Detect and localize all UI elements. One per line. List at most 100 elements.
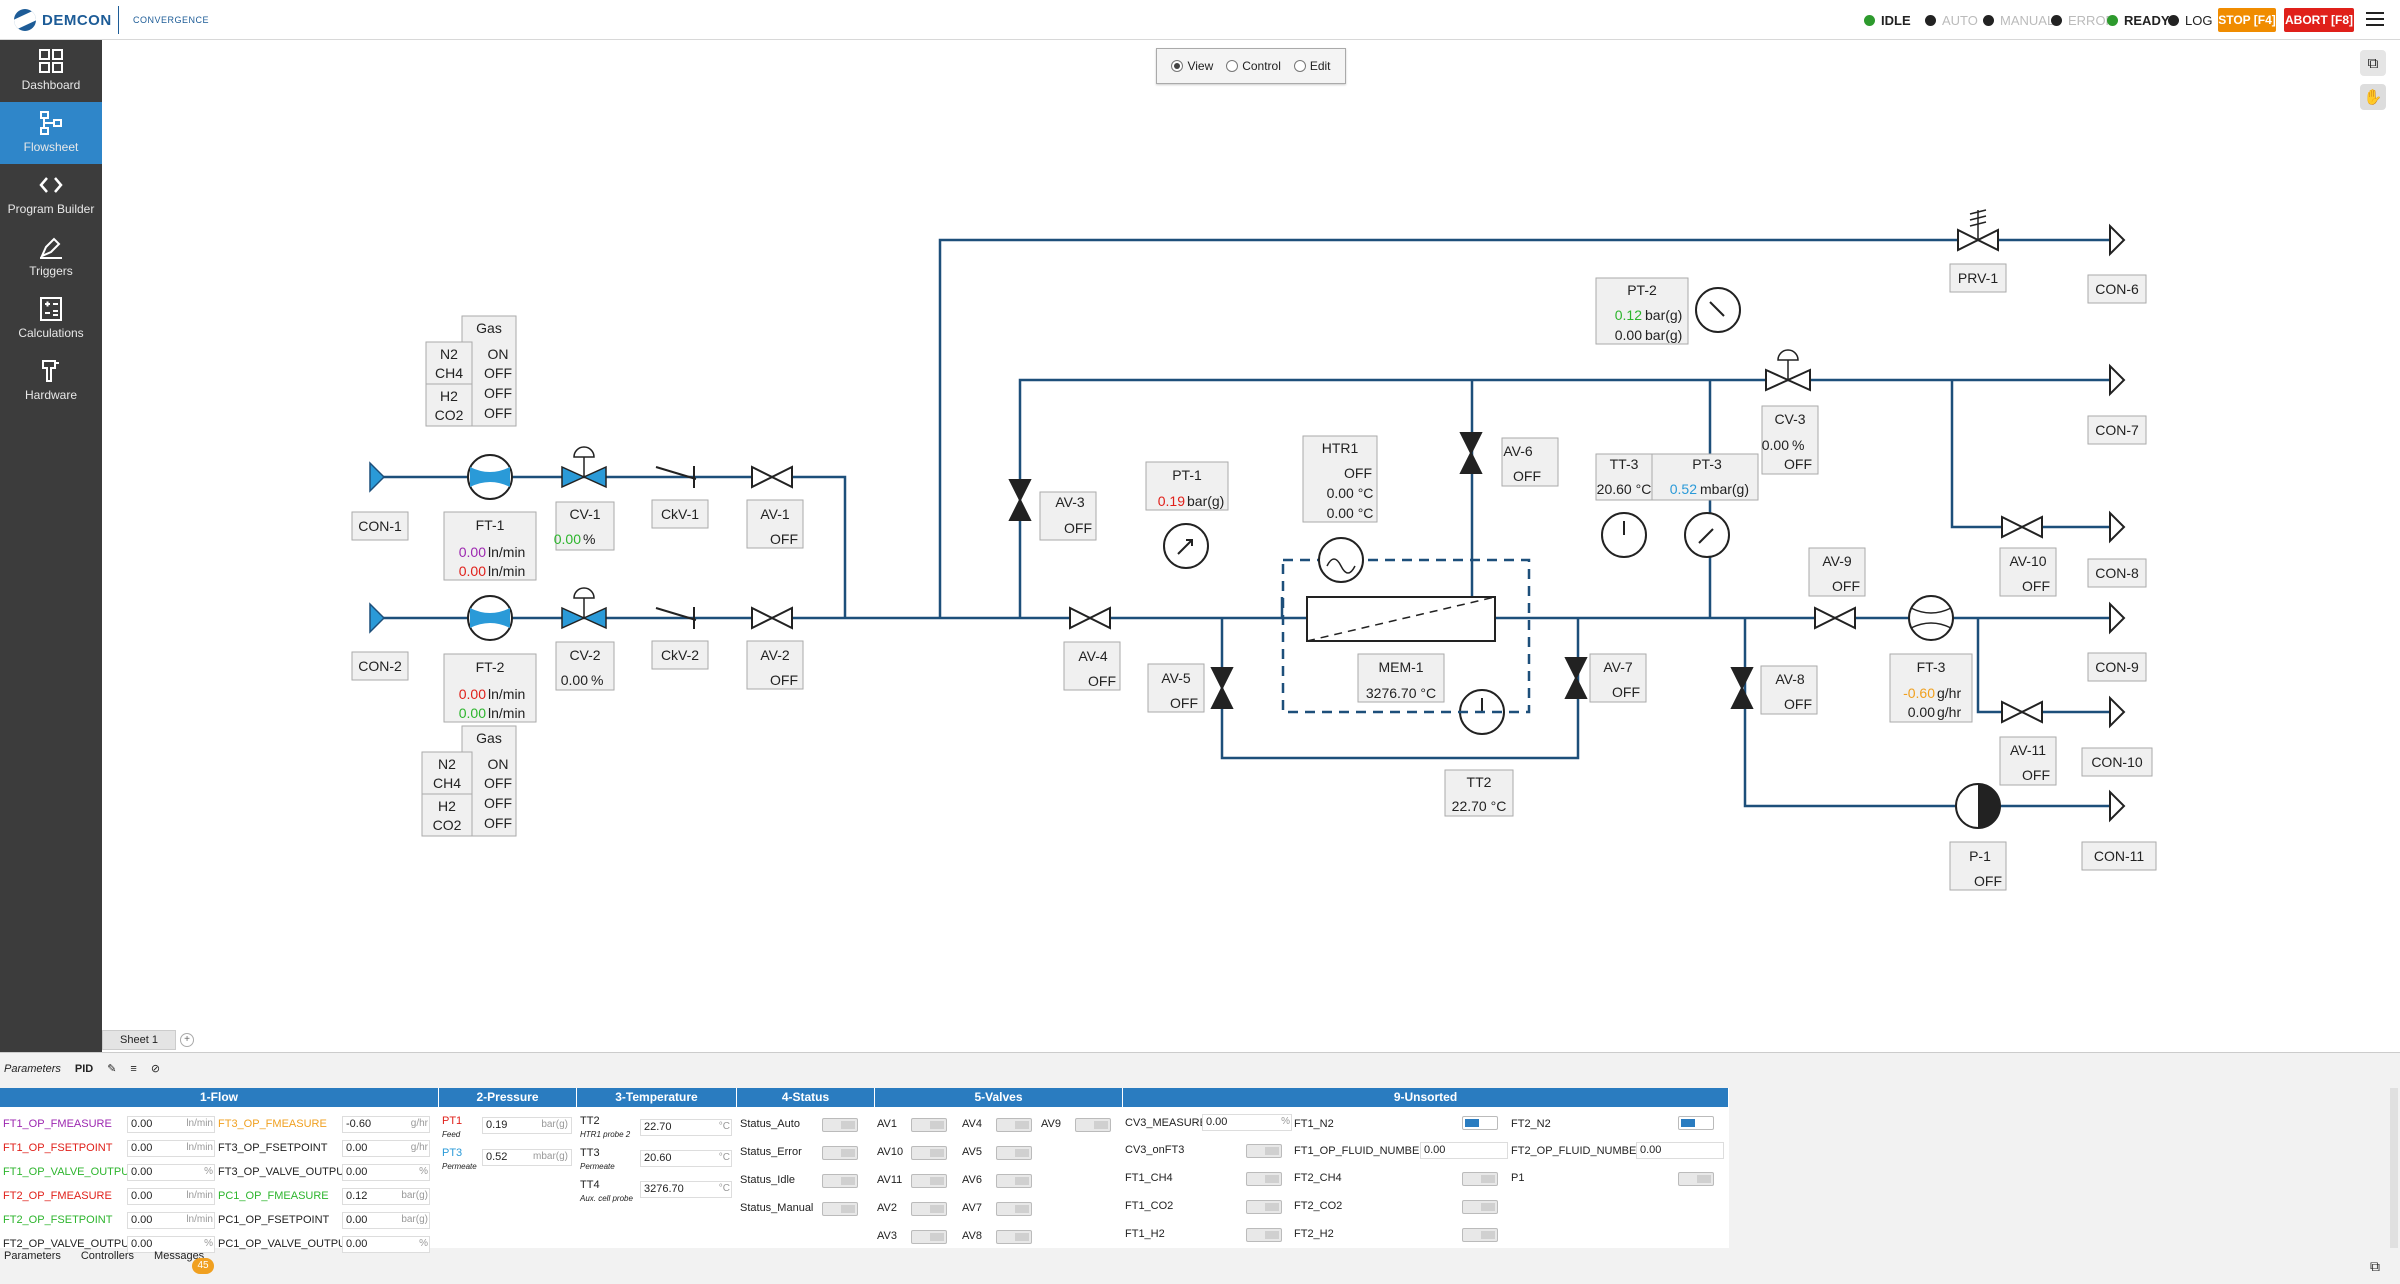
flow-param-label: FT1_OP_VALVE_OUTPUT [3, 1164, 136, 1180]
ft2-fluid-input[interactable]: 0.00 [1636, 1142, 1724, 1159]
status-error: ERROR [2051, 0, 2115, 40]
parameters-title: Parameters [4, 1063, 61, 1075]
p1-toggle[interactable] [1678, 1172, 1714, 1186]
filter-icon[interactable]: ≡ [130, 1063, 136, 1075]
label-boxes [352, 264, 2156, 890]
valve-toggle[interactable] [911, 1174, 947, 1188]
cv3-state: OFF [1784, 456, 1812, 472]
sidebar-item-hardware[interactable]: Hardware [0, 350, 102, 412]
flow-param-label: FT2_OP_FMEASURE [3, 1188, 112, 1204]
log-button[interactable]: LOG [2168, 0, 2212, 40]
product-name: CONVERGENCE [133, 15, 209, 25]
params-scrollbar[interactable] [2390, 1088, 2398, 1248]
bottom-tabs: Parameters Controllers Messages [0, 1250, 204, 1266]
av2-state: OFF [770, 672, 798, 688]
pid-button[interactable]: PID [75, 1063, 93, 1075]
mem1-name: MEM-1 [1378, 659, 1423, 675]
status-ready: READY [2107, 0, 2170, 40]
ft1-value1: 0.00 [459, 544, 486, 560]
abort-button[interactable]: ABORT [F8] [2284, 8, 2354, 32]
tab-controllers[interactable]: Controllers [81, 1250, 134, 1266]
valve-toggle[interactable] [996, 1174, 1032, 1188]
status-auto-toggle[interactable] [822, 1118, 858, 1132]
av3-name: AV-3 [1055, 494, 1085, 510]
stop-button[interactable]: STOP [F4] [2218, 8, 2276, 32]
ft1-h2-toggle[interactable] [1246, 1228, 1282, 1242]
gas2-n2-label: N2 [438, 756, 456, 772]
ft1-n2-toggle[interactable] [1462, 1116, 1498, 1130]
hardware-icon [36, 358, 66, 386]
gas1-n2-label: N2 [440, 346, 458, 362]
status-idle-label: Status_Idle [740, 1172, 795, 1188]
status-idle-toggle[interactable] [822, 1174, 858, 1188]
cv1-name: CV-1 [569, 506, 600, 522]
status-manual-toggle[interactable] [822, 1202, 858, 1216]
pressure-pt3-unit: mbar(g) [520, 1149, 568, 1165]
av2-name: AV-2 [760, 647, 790, 663]
ft2-ch4-toggle[interactable] [1462, 1172, 1498, 1186]
ft2-h2-toggle[interactable] [1462, 1228, 1498, 1242]
gauge-icons [1164, 288, 1740, 734]
demcon-logo: DEMCON [14, 9, 112, 31]
edit-icon[interactable]: ✎ [107, 1062, 116, 1075]
htr1-temp1: 0.00 °C [1327, 485, 1374, 501]
valve-toggle[interactable] [996, 1146, 1032, 1160]
menu-icon[interactable] [2366, 12, 2384, 26]
ft2-ch4-label: FT2_CH4 [1294, 1170, 1342, 1186]
valve-toggle[interactable] [911, 1230, 947, 1244]
valve-toggle[interactable] [911, 1118, 947, 1132]
add-sheet-button[interactable]: + [180, 1033, 194, 1047]
group-unsorted: 9-Unsorted [1123, 1088, 1729, 1248]
pt1-value: 0.19 [1158, 493, 1185, 509]
ft2-co2-toggle[interactable] [1462, 1200, 1498, 1214]
cv3-onft3-toggle[interactable] [1246, 1144, 1282, 1158]
valve-label: AV1 [877, 1116, 897, 1132]
cv3-name: CV-3 [1774, 411, 1805, 427]
prv-icon [1958, 210, 1998, 250]
valve-toggle[interactable] [1075, 1118, 1111, 1132]
ft1-co2-toggle[interactable] [1246, 1200, 1282, 1214]
sidebar-item-triggers[interactable]: Triggers [0, 226, 102, 288]
flow-param-unit: % [378, 1164, 428, 1180]
messages-count-badge: 45 [192, 1258, 214, 1274]
valve-toggle[interactable] [996, 1230, 1032, 1244]
sidebar-item-dashboard[interactable]: Dashboard [0, 40, 102, 102]
valve-toggle[interactable] [911, 1202, 947, 1216]
status-manual-label: Status_Manual [740, 1200, 813, 1216]
sheet-tab[interactable]: Sheet 1 [102, 1030, 176, 1050]
av9-state: OFF [1832, 578, 1860, 594]
flow-param-unit: g/hr [378, 1140, 428, 1156]
flow-param-label: FT3_OP_VALVE_OUTPUT [218, 1164, 351, 1180]
ft2-n2-toggle[interactable] [1678, 1116, 1714, 1130]
ft2-co2-label: FT2_CO2 [1294, 1198, 1342, 1214]
status-error-toggle[interactable] [822, 1146, 858, 1160]
valve-toggle[interactable] [911, 1146, 947, 1160]
valve-toggle[interactable] [996, 1202, 1032, 1216]
ft1-fluid-input[interactable]: 0.00 [1420, 1142, 1508, 1159]
ft1-fluid-label: FT1_OP_FLUID_NUMBER [1294, 1143, 1427, 1159]
group-status-header: 4-Status [737, 1088, 875, 1107]
auto-dot-icon [1925, 15, 1936, 26]
con7-label: CON-7 [2095, 422, 2139, 438]
gas1-ch4-label: CH4 [435, 365, 463, 381]
tab-parameters[interactable]: Parameters [4, 1250, 61, 1266]
sidebar-item-calculations[interactable]: Calculations [0, 288, 102, 350]
sidebar-item-program-builder[interactable]: Program Builder [0, 164, 102, 226]
pressure-pt1-unit: bar(g) [520, 1117, 568, 1133]
hide-icon[interactable]: ⊘ [151, 1062, 160, 1075]
expand-panel-icon[interactable]: ⧉ [2370, 1258, 2380, 1275]
gas1-ch4-state: OFF [484, 365, 512, 381]
flow-param-label: FT2_OP_FSETPOINT [3, 1212, 112, 1228]
ft1-ch4-toggle[interactable] [1246, 1172, 1282, 1186]
trigger-icon [36, 234, 66, 262]
code-icon [36, 172, 66, 200]
sidebar-item-flowsheet[interactable]: Flowsheet [0, 102, 102, 164]
htr1-state: OFF [1344, 465, 1372, 481]
temp-tt3-unit: °C [700, 1150, 730, 1166]
valve-toggle[interactable] [996, 1118, 1032, 1132]
ft2-value1: 0.00 [459, 686, 486, 702]
av5-state: OFF [1170, 695, 1198, 711]
av7-name: AV-7 [1603, 659, 1633, 675]
av8-name: AV-8 [1775, 671, 1805, 687]
idle-dot-icon [1864, 15, 1875, 26]
